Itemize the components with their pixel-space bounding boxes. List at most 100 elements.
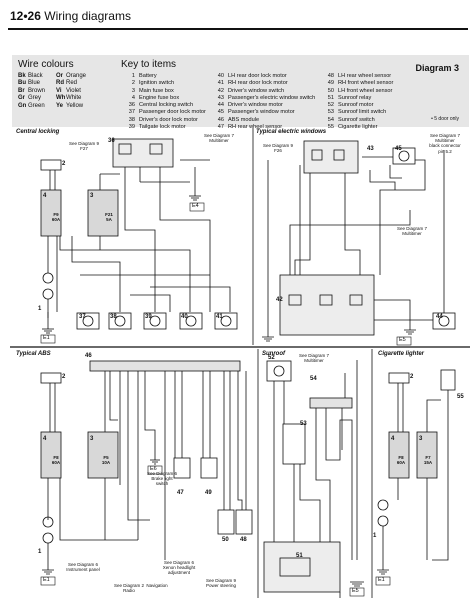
key-item-label: Battery <box>139 73 157 79</box>
wire-colour-code: Or <box>56 73 64 79</box>
cig-fuse-f8-label: F8 60A <box>396 455 406 466</box>
battery-minus-symbol <box>42 288 54 300</box>
item-tag-46: 46 <box>85 353 92 359</box>
earth-label-e5-sr: E5 <box>352 588 359 594</box>
key-item-number: 45 <box>217 109 224 116</box>
item-tag-38: 38 <box>110 314 117 320</box>
note-ew-diag7b: See Diagram 7 Multitimer <box>396 226 427 237</box>
item-tag-4c: 4 <box>391 436 395 442</box>
key-item-number: 52 <box>327 102 334 109</box>
electric-windows-title: Typical electric windows <box>256 129 327 135</box>
key-box: Wire colours Key to items Diagram 3 • 5 … <box>12 55 469 130</box>
earth-label-e4: E4 <box>192 203 199 209</box>
item-tag-54: 54 <box>310 376 317 382</box>
item-tag-1c: 1 <box>373 533 377 539</box>
title-text: Wiring diagrams <box>44 9 131 23</box>
wire-colour-code: Wh <box>56 95 66 102</box>
wire-colour-name: Orange <box>66 73 87 79</box>
item-tag-55: 55 <box>457 394 464 400</box>
key-item-row: 3 Main fuse box <box>121 88 206 95</box>
key-item-label: ABS module <box>228 116 260 123</box>
key-item-label: Ignition switch <box>139 80 175 87</box>
key-item-number: 3 <box>131 87 135 94</box>
key-item-number: 41 <box>217 80 224 87</box>
item-tag-50: 50 <box>222 537 229 543</box>
item-tag-37: 37 <box>79 314 86 320</box>
key-item-label: Sunroof relay <box>338 94 372 101</box>
sunroof-limit-switch-box <box>282 423 306 465</box>
item-tag-52: 52 <box>268 355 275 361</box>
note-abs-radio: See Diagram 2 Radio <box>113 583 144 594</box>
wire-colour-code: Gr <box>18 95 26 102</box>
key-item-label: Main fuse box <box>139 87 174 94</box>
note-abs-nav: Navigation <box>146 583 168 588</box>
note-abs-power: See Diagram 9 Power steering <box>205 578 236 589</box>
key-item-label: Cigarette lighter <box>338 124 378 131</box>
abs-fuse-box-4 <box>40 431 62 479</box>
abs-fuse-f8-label: F8 60A <box>51 455 61 466</box>
key-item-number: 43 <box>217 94 224 101</box>
wire-colour-name: Blue <box>28 80 41 87</box>
wire-colour-name: Black <box>28 73 43 79</box>
key-item-row: 43 Passenger's electric window switch <box>210 95 315 102</box>
key-item-number: 4 <box>131 94 135 101</box>
page-title: 12•26 Wiring diagrams <box>10 9 131 23</box>
abs-title: Typical ABS <box>16 351 51 357</box>
cigarette-lighter-box <box>440 369 456 391</box>
item-tag-36: 36 <box>108 138 115 144</box>
item-tag-4a: 4 <box>43 193 47 199</box>
motor-41-box <box>214 312 238 330</box>
motor-40-box <box>179 312 203 330</box>
item-tag-3b: 3 <box>90 436 94 442</box>
key-item-number: 49 <box>327 80 334 87</box>
key-item-row: 4 Engine fuse box <box>121 95 206 102</box>
sensor-48-box <box>235 509 253 535</box>
ignition-switch-cig <box>388 372 410 384</box>
cig-fuse-box-4 <box>388 431 410 479</box>
ignition-switch-cl <box>40 159 62 171</box>
wire-colour-code: Gn <box>18 102 27 109</box>
item-tag-42: 42 <box>276 297 283 303</box>
item-tag-53: 53 <box>300 421 307 427</box>
key-item-label: RH rear wheel sensor <box>228 124 283 131</box>
sunroof-switch-connector <box>309 397 353 409</box>
note-ew-diag7a: See Diagram 7 Multitimer black connector… <box>429 133 461 154</box>
wire-colour-name: Red <box>66 80 78 87</box>
key-item-label: Passenger's electric window switch <box>228 94 316 101</box>
key-item-label: Engine fuse box <box>139 94 180 101</box>
abs-fuse-box-3 <box>87 431 119 479</box>
wire-colour-code: Bu <box>18 80 26 87</box>
wire-colour-code: Br <box>18 87 25 94</box>
item-tag-47: 47 <box>177 490 184 496</box>
wire-colour-code: Vi <box>56 87 62 94</box>
key-item-row: 1 Battery <box>121 73 206 80</box>
key-item-number: 1 <box>131 73 135 79</box>
key-item-label: Driver's door lock motor <box>139 116 198 123</box>
wire-colour-name: Green <box>28 102 45 109</box>
wire-colour-code: Bk <box>18 73 26 79</box>
key-item-number: 39 <box>128 124 135 131</box>
wire-colour-code: Ye <box>56 102 64 109</box>
header-rule <box>8 28 468 30</box>
item-tag-2b: 2 <box>62 374 66 380</box>
note-ew-diag9: See Diagram 9 F26 <box>262 143 293 154</box>
note-cl-diag7: See Diagram 7 Multitimer <box>203 133 234 144</box>
passenger-window-motor-box <box>392 147 416 165</box>
fuse-f9-label: F9 60A <box>51 212 61 223</box>
key-item-label: Sunroof limit switch <box>338 109 387 116</box>
item-tag-48: 48 <box>240 537 247 543</box>
